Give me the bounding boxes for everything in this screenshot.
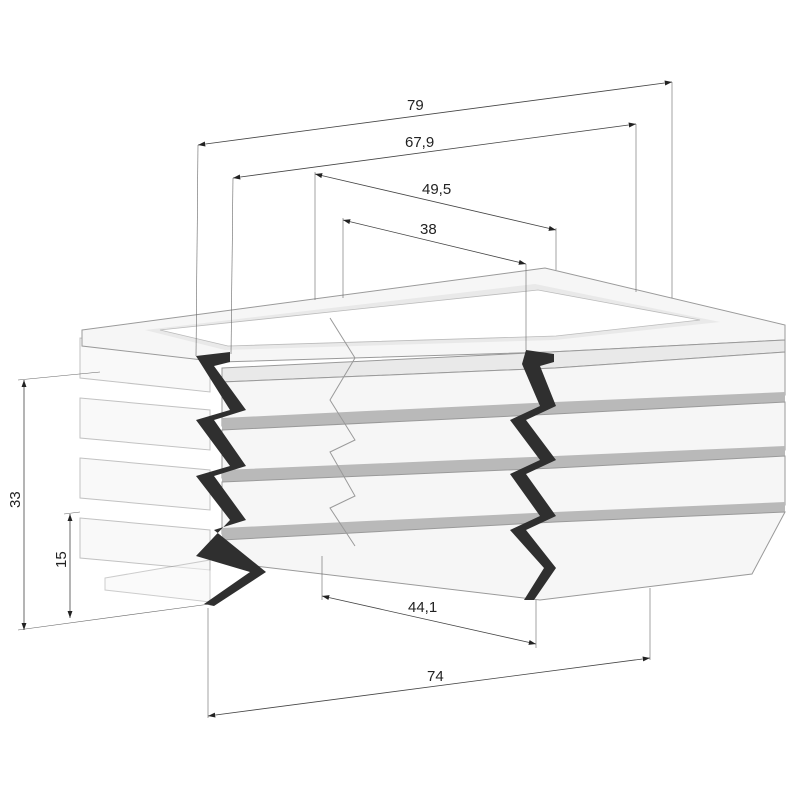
dim-line-inner-length: [232, 122, 637, 180]
label-bottom-outer-length: 74: [427, 668, 444, 685]
label-outer-width: 49,5: [422, 181, 451, 198]
top-flange: [81, 267, 786, 363]
dim-line-bottom-outer-length: [207, 656, 651, 718]
left-section-profile: [196, 352, 266, 606]
dim-line-bottom-inner-width: [321, 595, 537, 645]
dimension-lines: [21, 80, 673, 718]
dimension-labels: 79 67,9 49,5 38 33 15 44,1 74: [7, 97, 451, 685]
label-height-compressed: 15: [53, 551, 70, 568]
bellows-body: [79, 267, 786, 606]
label-height-total: 33: [7, 491, 24, 508]
right-section-profile: [510, 350, 556, 600]
label-inner-width: 38: [420, 221, 437, 238]
label-inner-length: 67,9: [405, 134, 434, 151]
extension-lines: [17, 82, 673, 718]
dim-line-inner-width: [342, 219, 527, 265]
left-end-folds: [79, 337, 211, 603]
label-bottom-inner-width: 44,1: [408, 599, 437, 616]
front-folds: [221, 317, 786, 601]
dim-line-outer-length: [197, 80, 673, 147]
label-outer-length: 79: [407, 97, 424, 114]
